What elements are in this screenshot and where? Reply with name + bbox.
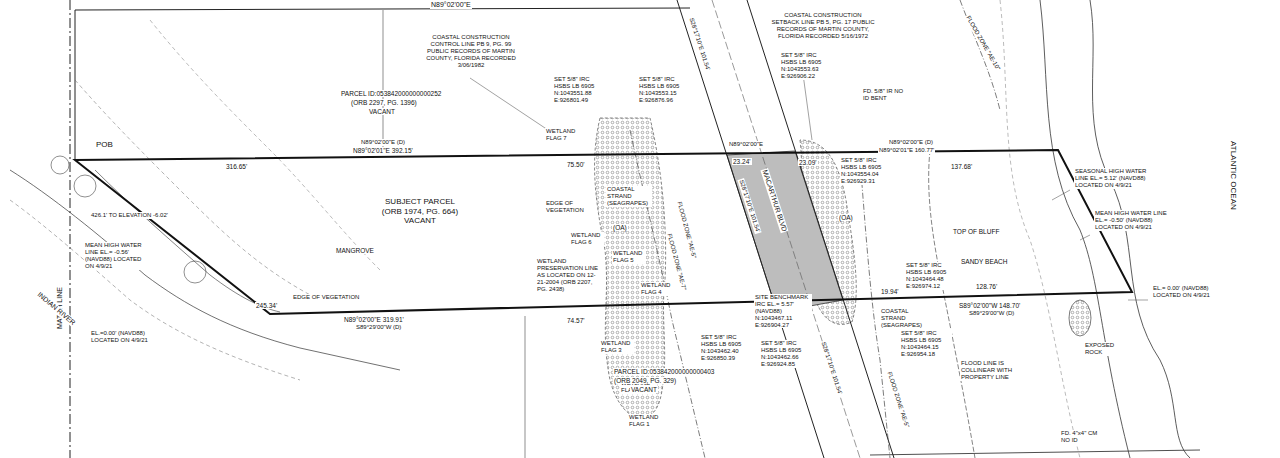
survey-note: FLOOD LINE IS COLLINEAR WITH PROPERTY LI…	[960, 360, 1018, 381]
survey-note: ATLANTIC OCEAN	[1229, 140, 1238, 211]
road-pavement	[727, 151, 843, 312]
survey-note: N89°02'00"E (D)	[360, 139, 406, 146]
survey-note: PARCEL ID:053842000000000403	[613, 368, 715, 375]
survey-note: N89°02'00"E 319.91'	[343, 316, 405, 323]
survey-note: SET 5/8" IRC HSBS LB 6905 N:1043464.48 E…	[905, 262, 957, 290]
survey-note: N89°02'00"E (D)	[888, 139, 934, 146]
water-line	[1090, 0, 1190, 458]
survey-note: SET 5/8" IRC HSBS LB 6905 N:1043551.88 E…	[553, 76, 605, 104]
survey-note: SANDY BEACH	[960, 258, 1008, 265]
survey-note: 426.1' TO ELEVATION -6.02'	[90, 212, 169, 219]
parcel-note: VACANT	[403, 216, 437, 226]
survey-note: MEAN HIGH WATER LINE EL.= -0.50' (NAVD88…	[1094, 210, 1168, 231]
survey-note: PARCEL ID:053842000000000252	[340, 90, 442, 97]
boundary-line	[383, 10, 384, 152]
survey-note: MEAN HIGH WATER LINE EL.= -0.56' (NAVD88…	[84, 242, 148, 270]
survey-note: SET 5/8" IRC HSBS LB 6905 N:1043553.63 E…	[780, 52, 832, 80]
survey-note: COASTAL CONSTRUCTION CONTROL LINE PB 9, …	[420, 34, 522, 68]
survey-note: EDGE OF VEGETATION	[545, 200, 587, 214]
survey-note: 245.34'	[255, 302, 278, 309]
parcel-name: SUBJECT PARCEL	[384, 197, 456, 207]
flood-zone-line	[630, 130, 705, 458]
edge-of-vegetation	[95, 170, 280, 312]
boundary-line	[525, 316, 526, 458]
survey-note: WETLAND FLAG 4	[640, 282, 674, 296]
survey-note: (OA)	[612, 224, 628, 231]
survey-note: SET 5/8" IRC HSBS LB 6905 N:1043464.15 E…	[900, 330, 952, 358]
survey-note: (ORB 2297, PG. 1396)	[350, 99, 418, 106]
survey-note: SET 5/8" IRC HSBS LB 6905 N:1043554.04 E…	[840, 157, 892, 185]
survey-note: 316.65'	[225, 163, 248, 170]
survey-note: FLOOD ZONE "AE-5"	[885, 370, 910, 429]
parcel-label: SUBJECT PARCEL(ORB 1974, PG. 664)VACANT	[381, 197, 459, 226]
survey-note: EL.=0.00' (NAVD88) LOCATED ON 4/9/21	[90, 330, 154, 344]
survey-note: 19.94'	[880, 288, 900, 295]
contour-line	[1000, 0, 1080, 458]
tree-symbol	[51, 156, 69, 174]
survey-note: N89°02'01"E 392.15'	[352, 147, 414, 154]
survey-note: S89°29'00"W (D)	[968, 310, 1015, 317]
survey-note: FLOOD ZONE "AE-5"	[675, 200, 697, 260]
survey-note: EL.= 0.00' (NAVD88) LOCATED ON 4/9/21	[1152, 285, 1216, 299]
property-line	[75, 150, 1132, 314]
survey-note: VACANT	[630, 386, 658, 393]
tree-symbol	[184, 261, 206, 283]
survey-note: N89°02'00"E	[430, 1, 472, 9]
boundary-line	[75, 8, 690, 10]
survey-note: FD. 4"x4" CM NO ID	[1060, 430, 1106, 444]
survey-note: WETLAND FLAG 5	[612, 250, 646, 264]
survey-note: FLOOD ZONE "AE-10"	[964, 14, 1002, 73]
survey-note: N89°02'00"E	[728, 141, 764, 148]
survey-note: EDGE OF VEGETATION	[292, 294, 360, 301]
boundary-line	[870, 450, 1200, 455]
survey-note: (OA)	[838, 214, 854, 221]
survey-note: COASTAL CONSTRUCTION SETBACK LINE PB 5, …	[770, 12, 876, 40]
survey-note: (ORB 2049, PG. 329)	[613, 377, 677, 384]
survey-note: COASTAL STRAND (SEAGRAPES)	[880, 308, 926, 329]
survey-note: WETLAND FLAG 7	[545, 128, 579, 142]
survey-note: S89°29'00"W (D)	[355, 324, 402, 331]
right-of-way	[747, 0, 894, 458]
survey-note: 23.09'	[798, 159, 818, 166]
survey-note: 137.68'	[950, 163, 973, 170]
contour-line	[10, 200, 300, 380]
survey-note: SET 5/8" IRC HSBS LB 6905 N:1043462.40 E…	[700, 334, 752, 362]
survey-note: SITE BENCHMARK IRC EL.= 5.57' (NAVD88) N…	[754, 294, 812, 328]
water-line	[10, 170, 400, 370]
survey-note: POB	[95, 140, 114, 149]
survey-note: 128.76'	[975, 283, 998, 290]
boundary-line	[75, 10, 76, 160]
survey-note: FD. 5/8" IR NO ID BENT	[862, 88, 906, 102]
leader-line	[1128, 300, 1148, 301]
survey-note: S28°17'10"E 101.54'	[819, 340, 843, 396]
leader-line	[1080, 235, 1090, 240]
survey-note: VACANT	[368, 108, 396, 115]
survey-note: SEASONAL HIGH WATER LINE EL.= 5.12' (NAV…	[1074, 168, 1148, 189]
contour-line	[150, 20, 380, 270]
road-edge	[712, 0, 860, 458]
survey-note: 75.50'	[566, 161, 586, 168]
survey-note: WETLAND PRESERVATION LINE AS LOCATED ON …	[536, 258, 602, 292]
tree-symbol	[74, 175, 96, 197]
survey-note: WETLAND FLAG 1	[628, 414, 662, 428]
leader-line	[1052, 190, 1070, 200]
survey-note: 23.24'	[732, 158, 752, 165]
survey-note: EXPOSED ROCK	[1084, 342, 1118, 356]
survey-note: TOP OF BLUFF	[952, 228, 1000, 235]
survey-note: SET 5/8" IRC HSBS LB 6905 N:1043553.15 E…	[638, 76, 690, 104]
survey-note: MANGROVE	[335, 247, 375, 254]
survey-note: 74.57'	[566, 317, 586, 324]
match-line	[70, 0, 71, 458]
survey-note: SET 5/8" IRC HSBS LB 6905 N:1043462.66 E…	[760, 340, 812, 368]
survey-note: WETLAND FLAG 6	[570, 232, 604, 246]
survey-note: N89°02'01"E 160.77'	[878, 147, 935, 154]
survey-note: S89°02'00"W 148.70'	[958, 302, 1021, 309]
survey-note: WETLAND FLAG 3	[600, 340, 634, 354]
exposed-rock	[1069, 300, 1091, 336]
survey-note: COASTAL STRAND (SEAGRAPES)	[606, 186, 652, 207]
parcel-note: (ORB 1974, PG. 664)	[381, 207, 459, 217]
